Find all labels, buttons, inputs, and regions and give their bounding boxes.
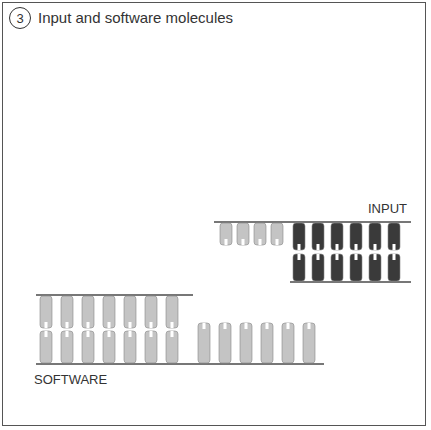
software-overhang-tooth-notch bbox=[203, 323, 206, 329]
input-overhang-tooth-notch bbox=[225, 239, 228, 245]
input-overhang-tooth bbox=[220, 223, 232, 245]
software-upper-tooth-notch bbox=[66, 322, 69, 328]
software-lower-tooth-notch bbox=[108, 331, 111, 337]
input-overhang-tooth bbox=[271, 223, 283, 245]
software-overhang-tooth-notch bbox=[266, 323, 269, 329]
software-overhang-tooth bbox=[219, 323, 231, 363]
molecule-label: SOFTWARE bbox=[34, 372, 107, 387]
software-overhang-tooth-notch bbox=[287, 323, 290, 329]
input-upper-tooth-notch bbox=[393, 244, 396, 250]
software-upper-tooth-notch bbox=[45, 322, 48, 328]
software-upper-tooth-notch bbox=[87, 322, 90, 328]
software-overhang-tooth bbox=[240, 323, 252, 363]
input-lower-tooth-notch bbox=[374, 254, 377, 260]
software-upper-tooth bbox=[124, 296, 136, 328]
software-upper-tooth bbox=[61, 296, 73, 328]
input-upper-tooth bbox=[369, 223, 381, 250]
input-lower-tooth-notch bbox=[317, 254, 320, 260]
software-overhang-tooth bbox=[282, 323, 294, 363]
software-overhang-tooth-notch bbox=[224, 323, 227, 329]
molecule-label: INPUT bbox=[368, 201, 407, 216]
input-upper-tooth bbox=[350, 223, 362, 250]
input-lower-tooth bbox=[331, 254, 343, 281]
software-lower-tooth bbox=[61, 331, 73, 363]
input-lower-tooth-notch bbox=[393, 254, 396, 260]
input-overhang-tooth bbox=[254, 223, 266, 245]
input-overhang-tooth-notch bbox=[276, 239, 279, 245]
software-lower-tooth bbox=[145, 331, 157, 363]
input-overhang-tooth-notch bbox=[259, 239, 262, 245]
software-upper-tooth-notch bbox=[171, 322, 174, 328]
software-lower-tooth bbox=[40, 331, 52, 363]
software-lower-tooth-notch bbox=[171, 331, 174, 337]
input-lower-tooth bbox=[388, 254, 400, 281]
input-upper-tooth-notch bbox=[355, 244, 358, 250]
software-overhang-tooth bbox=[261, 323, 273, 363]
software-lower-tooth bbox=[166, 331, 178, 363]
input-upper-tooth-notch bbox=[298, 244, 301, 250]
callout-circle: 3 bbox=[9, 7, 31, 29]
software-lower-tooth-notch bbox=[45, 331, 48, 337]
input-overhang-tooth-notch bbox=[242, 239, 245, 245]
software-upper-tooth bbox=[40, 296, 52, 328]
input-lower-tooth bbox=[350, 254, 362, 281]
input-overhang-tooth bbox=[237, 223, 249, 245]
software-lower-tooth-notch bbox=[129, 331, 132, 337]
input-lower-tooth-notch bbox=[298, 254, 301, 260]
software-upper-tooth bbox=[82, 296, 94, 328]
software-lower-tooth bbox=[82, 331, 94, 363]
software-upper-tooth bbox=[145, 296, 157, 328]
software-upper-tooth bbox=[166, 296, 178, 328]
software-lower-tooth-notch bbox=[66, 331, 69, 337]
software-lower-tooth-notch bbox=[87, 331, 90, 337]
software-lower-tooth-notch bbox=[150, 331, 153, 337]
software-upper-tooth-notch bbox=[129, 322, 132, 328]
software-lower-tooth bbox=[124, 331, 136, 363]
input-lower-tooth-notch bbox=[355, 254, 358, 260]
panel-title: Input and software molecules bbox=[38, 9, 233, 26]
software-upper-tooth-notch bbox=[150, 322, 153, 328]
software-overhang-tooth bbox=[198, 323, 210, 363]
input-lower-tooth bbox=[293, 254, 305, 281]
software-upper-tooth bbox=[103, 296, 115, 328]
input-upper-tooth-notch bbox=[374, 244, 377, 250]
input-upper-tooth bbox=[312, 223, 324, 250]
input-upper-tooth bbox=[331, 223, 343, 250]
software-upper-tooth-notch bbox=[108, 322, 111, 328]
software-backbone-bottom bbox=[36, 363, 324, 365]
callout-number: 3 bbox=[16, 12, 23, 25]
input-lower-tooth bbox=[312, 254, 324, 281]
input-lower-tooth-notch bbox=[336, 254, 339, 260]
software-overhang-tooth-notch bbox=[245, 323, 248, 329]
software-lower-tooth bbox=[103, 331, 115, 363]
input-upper-tooth bbox=[293, 223, 305, 250]
software-overhang-tooth bbox=[303, 323, 315, 363]
input-lower-tooth bbox=[369, 254, 381, 281]
input-upper-tooth bbox=[388, 223, 400, 250]
input-upper-tooth-notch bbox=[336, 244, 339, 250]
input-upper-tooth-notch bbox=[317, 244, 320, 250]
software-overhang-tooth-notch bbox=[308, 323, 311, 329]
